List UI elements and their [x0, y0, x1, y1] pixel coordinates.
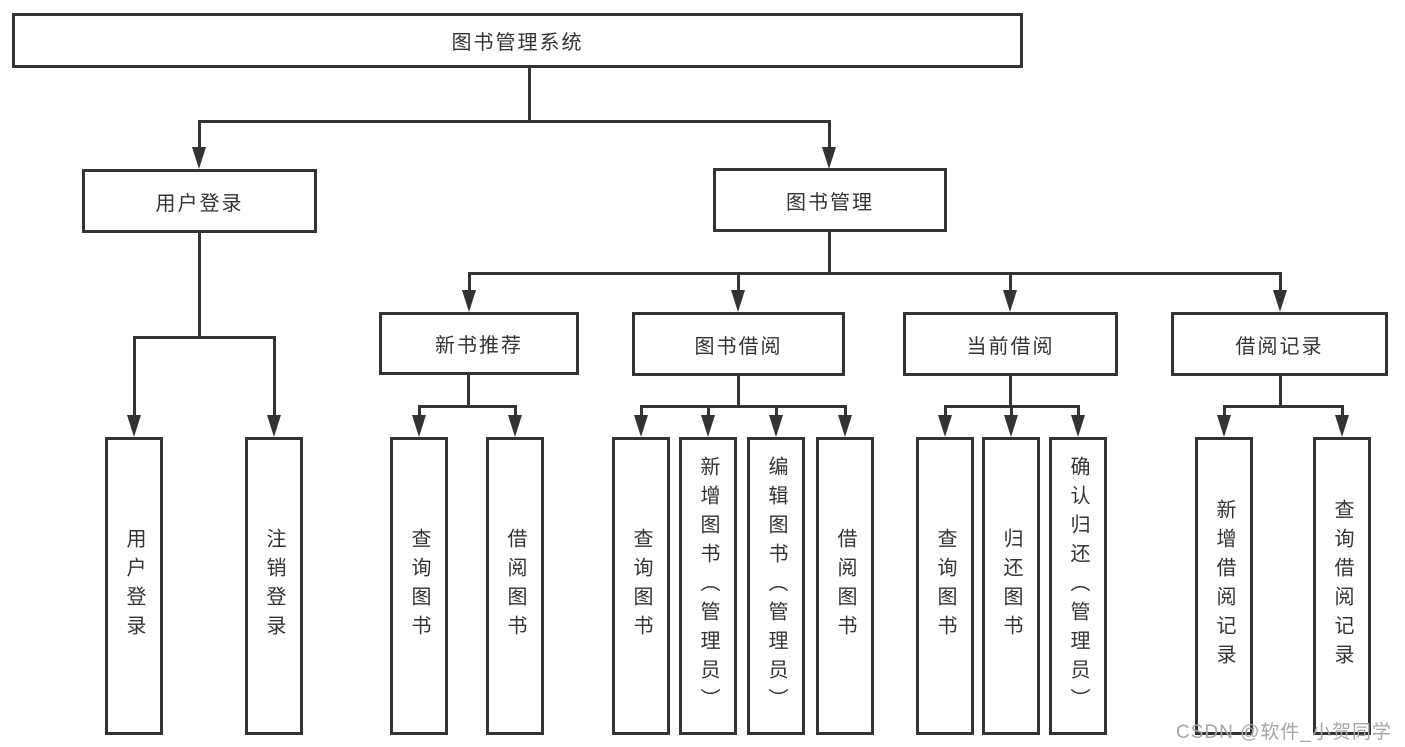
- leaf-return-book: 归还图书: [982, 437, 1040, 735]
- leaf-borrow-book-recommend: 借阅图书: [486, 437, 544, 735]
- leaf-borrow-book-borrowing: 借阅图书: [816, 437, 874, 735]
- leaf-query-book-current-label: 查询图书: [934, 528, 956, 644]
- leaf-logout-label: 注销登录: [263, 528, 285, 644]
- connector-line: [418, 405, 517, 408]
- leaf-query-book-borrowing: 查询图书: [612, 437, 670, 735]
- connector-line: [707, 405, 710, 421]
- arrow-down-icon: [127, 415, 141, 437]
- arrow-down-icon: [701, 415, 715, 437]
- leaf-query-borrow-record-label: 查询借阅记录: [1331, 499, 1353, 673]
- leaf-logout: 注销登录: [245, 437, 303, 735]
- arrow-down-icon: [731, 290, 745, 312]
- leaf-add-borrow-record: 新增借阅记录: [1195, 437, 1253, 735]
- connector-line: [133, 336, 276, 339]
- leaf-edit-book-admin: 编辑图书（管理员）: [747, 437, 805, 735]
- arrow-down-icon: [1071, 415, 1085, 437]
- connector-line: [1077, 405, 1080, 421]
- arrow-down-icon: [634, 415, 648, 437]
- connector-line: [1223, 405, 1344, 408]
- connector-line: [514, 405, 517, 421]
- node-user-login: 用户登录: [82, 169, 317, 233]
- arrow-down-icon: [462, 290, 476, 312]
- leaf-add-borrow-record-label: 新增借阅记录: [1213, 499, 1235, 673]
- arrow-down-icon: [1273, 290, 1287, 312]
- arrow-down-icon: [192, 147, 206, 169]
- leaf-add-book-admin: 新增图书（管理员）: [679, 437, 737, 735]
- arrow-down-icon: [1217, 415, 1231, 437]
- node-current-borrowing-label: 当前借阅: [966, 335, 1055, 358]
- connector-line: [1009, 272, 1012, 297]
- connector-line: [1279, 272, 1282, 297]
- leaf-query-book-recommend: 查询图书: [390, 437, 448, 735]
- arrow-down-icon: [1004, 415, 1018, 437]
- node-book-borrowing-label: 图书借阅: [694, 335, 783, 358]
- leaf-query-book-current: 查询图书: [916, 437, 974, 735]
- node-borrowing-records-label: 借阅记录: [1235, 335, 1324, 358]
- node-book-borrowing: 图书借阅: [632, 312, 845, 376]
- leaf-borrow-book-recommend-label: 借阅图书: [504, 528, 526, 644]
- connector-line: [1279, 374, 1282, 407]
- connector-line: [944, 405, 947, 421]
- connector-line: [1223, 405, 1226, 421]
- connector-line: [828, 120, 831, 152]
- connector-line: [468, 272, 1281, 275]
- connector-line: [640, 405, 643, 421]
- connector-line: [775, 405, 778, 421]
- connector-line: [198, 231, 201, 338]
- leaf-query-book-recommend-label: 查询图书: [408, 528, 430, 644]
- leaf-confirm-return-admin-label: 确认归还（管理员）: [1067, 455, 1089, 717]
- arrow-down-icon: [838, 415, 852, 437]
- connector-line: [640, 405, 847, 408]
- node-current-borrowing: 当前借阅: [903, 312, 1118, 376]
- arrow-down-icon: [938, 415, 952, 437]
- arrow-down-icon: [769, 415, 783, 437]
- arrow-down-icon: [508, 415, 522, 437]
- connector-line: [273, 336, 276, 421]
- leaf-add-book-admin-label: 新增图书（管理员）: [697, 455, 719, 717]
- arrow-down-icon: [412, 415, 426, 437]
- leaf-confirm-return-admin: 确认归还（管理员）: [1049, 437, 1107, 735]
- connector-line: [828, 231, 831, 274]
- connector-line: [198, 120, 831, 123]
- leaf-edit-book-admin-label: 编辑图书（管理员）: [765, 455, 787, 717]
- arrow-down-icon: [1335, 415, 1349, 437]
- connector-line: [133, 336, 136, 421]
- node-library-system-label: 图书管理系统: [451, 32, 584, 54]
- arrow-down-icon: [822, 147, 836, 169]
- node-user-login-label: 用户登录: [155, 192, 244, 215]
- connector-line: [1341, 405, 1344, 421]
- leaf-user-login: 用户登录: [105, 437, 163, 735]
- connector-line: [468, 272, 471, 297]
- csdn-watermark: CSDN @软件_小贺同学: [1176, 722, 1392, 743]
- connector-line: [737, 272, 740, 297]
- connector-line: [1010, 405, 1013, 421]
- connector-line: [418, 405, 421, 421]
- connector-line: [844, 405, 847, 421]
- node-book-management-label: 图书管理: [786, 191, 874, 214]
- leaf-user-login-label: 用户登录: [123, 528, 145, 644]
- leaf-query-book-borrowing-label: 查询图书: [630, 528, 652, 644]
- arrow-down-icon: [1003, 290, 1017, 312]
- connector-line: [528, 66, 531, 122]
- leaf-return-book-label: 归还图书: [1000, 528, 1022, 644]
- node-library-system: 图书管理系统: [12, 13, 1023, 68]
- connector-line: [198, 120, 201, 152]
- arrow-down-icon: [267, 415, 281, 437]
- leaf-borrow-book-borrowing-label: 借阅图书: [834, 528, 856, 644]
- leaf-query-borrow-record: 查询借阅记录: [1313, 437, 1371, 735]
- connector-line: [467, 374, 470, 407]
- node-borrowing-records: 借阅记录: [1171, 312, 1388, 376]
- node-book-management: 图书管理: [713, 168, 947, 232]
- node-new-book-recommend-label: 新书推荐: [435, 335, 523, 357]
- connector-line: [737, 375, 740, 407]
- node-new-book-recommend: 新书推荐: [379, 312, 579, 375]
- connector-line: [1009, 374, 1012, 407]
